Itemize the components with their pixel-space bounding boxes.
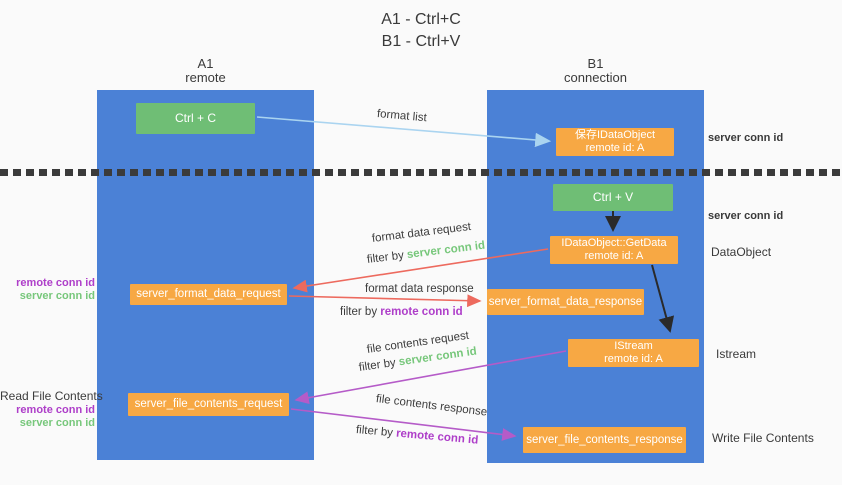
file-contents-response-arrow-label: file contents response	[375, 393, 488, 419]
ctrl-v-box: Ctrl + V	[553, 184, 673, 211]
right-write-file-contents-label: Write File Contents	[712, 431, 814, 445]
lifeline-a1-role: remote	[185, 70, 226, 85]
title-line-a1: A1 - Ctrl+C	[381, 11, 461, 28]
left-server-conn-id-1: server conn id	[19, 290, 95, 302]
filter-by-text: filter by	[358, 356, 400, 374]
format-response-label: server_format_data_response	[488, 295, 643, 308]
lifeline-header-b1: B1 connection	[487, 57, 704, 85]
file-request-label: server_file_contents_request	[134, 398, 283, 410]
filter-by-text: filter by	[355, 424, 397, 440]
ctrl-c-box: Ctrl + C	[136, 103, 255, 134]
ctrl-c-label: Ctrl + C	[174, 111, 216, 125]
file-response-label: server_file_contents_response	[526, 433, 683, 446]
format-data-response-filter-label: filter by remote conn id	[340, 306, 463, 318]
title-line-b1: B1 - Ctrl+V	[381, 33, 461, 50]
save-dataobject-line1: 保存IDataObject	[574, 129, 656, 141]
save-dataobject-line2: remote id: A	[585, 142, 645, 154]
right-server-conn-id-top-label: server conn id	[708, 132, 784, 144]
right-server-conn-id-mid-label: server conn id	[708, 210, 784, 222]
server-format-data-request-box: server_format_data_request	[130, 284, 287, 305]
format-request-label: server_format_data_request	[136, 288, 281, 300]
istream-box: IStream remote id: A	[568, 339, 699, 367]
read-file-contents-label: Read File Contents	[0, 389, 103, 403]
save-dataobject-box: 保存IDataObject remote id: A	[556, 128, 674, 156]
filter-by-text: filter by	[366, 249, 408, 266]
server-file-contents-request-box: server_file_contents_request	[128, 393, 289, 416]
right-istream-label: Istream	[716, 347, 757, 361]
server-conn-id-key: server conn id	[406, 239, 486, 262]
remote-conn-id-key: remote conn id	[395, 427, 479, 447]
arrow-format-data-response	[288, 294, 482, 308]
left-server-conn-id-2: server conn id	[19, 417, 95, 429]
clipboard-boundary-divider	[0, 169, 842, 176]
lifeline-b1-role: connection	[564, 70, 627, 85]
filter-by-text: filter by	[340, 306, 381, 318]
server-file-contents-response-box: server_file_contents_response	[523, 427, 686, 453]
format-list-arrow-label: format list	[376, 108, 428, 125]
lifeline-a1-name: A1	[197, 56, 214, 71]
idataobject-getdata-box: IDataObject::GetData remote id: A	[550, 236, 678, 264]
server-format-data-response-box: server_format_data_response	[487, 289, 644, 315]
file-contents-response-filter-label: filter by remote conn id	[355, 424, 478, 447]
getdata-line1: IDataObject::GetData	[561, 237, 667, 249]
istream-line2: remote id: A	[604, 353, 663, 365]
ctrl-v-label: Ctrl + V	[592, 190, 634, 204]
getdata-line2: remote id: A	[584, 250, 644, 262]
right-dataobject-label: DataObject	[711, 245, 772, 259]
left-conn-id-block-format: remote conn id server conn id	[0, 277, 95, 303]
format-data-request-arrow-label: format data request	[371, 220, 472, 245]
lifeline-b1-name: B1	[587, 56, 604, 71]
istream-line1: IStream	[614, 340, 653, 352]
remote-conn-id-key: remote conn id	[380, 306, 463, 318]
left-remote-conn-id-1: remote conn id	[16, 277, 95, 289]
lifeline-header-a1: A1 remote	[97, 57, 314, 85]
diagram-title: A1 - Ctrl+C B1 - Ctrl+V	[0, 9, 842, 53]
left-conn-id-block-file: Read File Contents remote conn id server…	[0, 389, 103, 430]
format-data-response-arrow-label: format data response	[365, 283, 474, 295]
left-remote-conn-id-2: remote conn id	[16, 404, 95, 416]
